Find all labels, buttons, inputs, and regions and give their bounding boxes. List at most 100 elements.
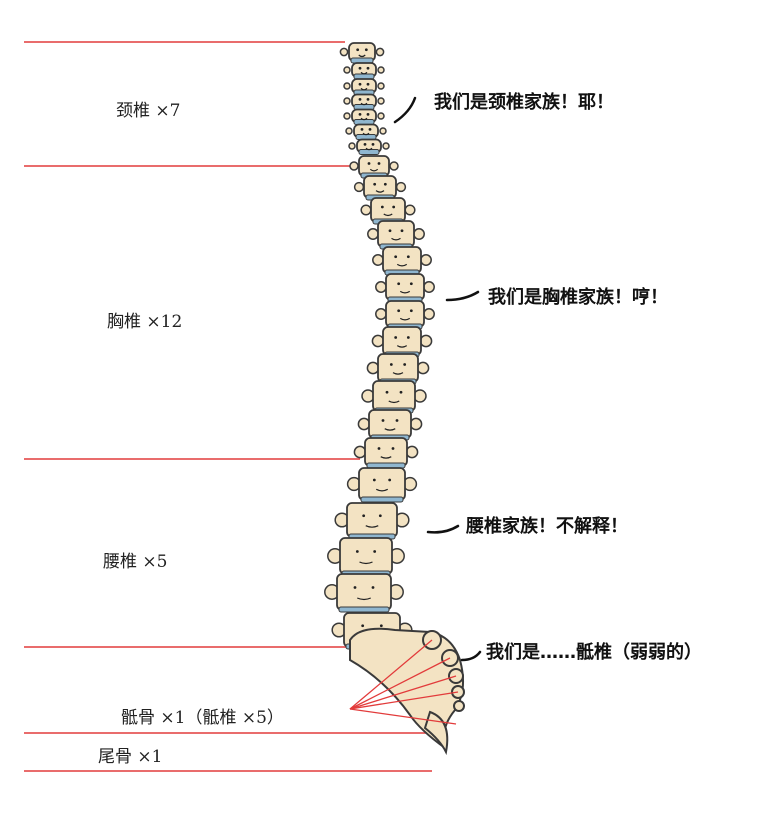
vertebra-process <box>405 445 419 459</box>
vertebra-process <box>371 334 385 348</box>
vertebra-process <box>420 254 432 266</box>
vertebra <box>327 537 405 577</box>
label-lumbar: 腰椎 ×5 <box>103 552 168 572</box>
vertebra-mouth <box>388 400 400 404</box>
vertebra <box>366 353 430 385</box>
vertebra-eye <box>373 182 377 186</box>
vertebra-eye <box>372 478 376 482</box>
vertebra-process <box>366 361 380 375</box>
vertebra-body <box>385 300 425 328</box>
vertebra-eye <box>406 336 410 339</box>
vertebra <box>343 93 385 110</box>
vertebra-mouth <box>375 488 389 492</box>
label-coccyx: 尾骨 ×1 <box>98 747 163 767</box>
vertebra-eye <box>358 82 362 86</box>
vertebra-body <box>339 537 393 575</box>
vertebra <box>361 380 427 414</box>
vertebra <box>353 437 419 469</box>
vertebra-mouth <box>396 263 408 267</box>
vertebra-eye <box>362 514 366 518</box>
vertebra-process <box>379 127 387 135</box>
vertebra-mouth <box>399 290 411 294</box>
vertebra <box>343 108 385 125</box>
label-thoracic: 胸椎 ×12 <box>107 312 183 332</box>
vertebra-mouth <box>396 345 408 348</box>
disc <box>338 606 390 613</box>
label-cervical: 颈椎 ×7 <box>116 101 181 121</box>
vertebra <box>343 62 385 80</box>
vertebra-mouth <box>375 190 385 193</box>
vertebra-body <box>336 573 392 611</box>
vertebra-eye <box>389 363 393 366</box>
vertebra-eye <box>367 162 371 165</box>
vertebra <box>346 467 418 503</box>
vertebra-process <box>423 308 435 320</box>
vertebra-eye <box>371 586 375 589</box>
vertebra-eye <box>366 82 370 86</box>
vertebra-eye <box>368 127 372 131</box>
vertebra <box>372 246 432 276</box>
speech-curl-thoracic <box>445 290 480 302</box>
vertebra-eye <box>399 390 403 394</box>
vertebra-mouth <box>383 213 393 217</box>
sacrum-coccyx-illustration <box>349 627 465 756</box>
vertebra <box>357 409 423 441</box>
vertebra-eye <box>391 447 395 450</box>
vertebra-eye <box>397 309 401 313</box>
vertebra-body <box>377 220 415 248</box>
vertebra-process <box>375 281 387 293</box>
vertebra-eye <box>377 447 381 450</box>
vertebra-eye <box>388 478 392 482</box>
vertebra-mouth <box>391 237 401 241</box>
vertebra-eye <box>366 66 370 70</box>
vertebra-process <box>389 161 399 171</box>
vertebra-process <box>353 445 367 459</box>
vertebra-eye <box>358 112 362 116</box>
vertebra <box>349 155 399 179</box>
vertebra <box>375 273 435 303</box>
vertebra-process <box>377 82 385 90</box>
vertebra-eye <box>388 229 392 233</box>
vertebra-eye <box>409 309 413 313</box>
vertebra-body <box>382 326 422 356</box>
vertebra <box>348 138 390 155</box>
vertebra-process <box>409 417 423 431</box>
vertebra-eye <box>363 142 367 146</box>
vertebra-eye <box>358 97 362 101</box>
disc <box>360 496 404 503</box>
vertebra-mouth <box>358 54 366 58</box>
vertebra-mouth <box>399 317 411 321</box>
speech-curl-cervical <box>393 96 417 124</box>
vertebra-eye <box>360 127 364 131</box>
vertebra-mouth <box>380 456 392 459</box>
vertebra-body <box>382 246 422 274</box>
vertebra-process <box>377 66 385 74</box>
vertebra-eye <box>378 514 382 518</box>
vertebra-process <box>377 97 385 105</box>
vertebra-eye <box>353 586 357 589</box>
vertebra-mouth <box>362 132 370 136</box>
vertebra-eye <box>406 255 410 259</box>
vertebra-eye <box>392 205 396 209</box>
vertebra-process <box>343 97 351 105</box>
vertebra-eye <box>361 624 365 628</box>
speech-curl-lumbar <box>426 524 460 534</box>
vertebra-eye <box>379 624 383 628</box>
vertebra-process <box>416 361 430 375</box>
vertebra-process <box>375 47 385 57</box>
vertebra-process <box>395 181 407 193</box>
vertebra-mouth <box>365 525 379 528</box>
vertebra-eye <box>358 66 362 70</box>
vertebra-mouth <box>360 117 368 121</box>
speech-lumbar: 腰椎家族！不解释！ <box>466 516 628 537</box>
vertebra-eye <box>377 162 381 165</box>
vertebra-mouth <box>360 87 368 91</box>
vertebra-eye <box>364 48 368 52</box>
vertebra-eye <box>371 142 375 146</box>
vertebra-mouth <box>392 372 404 375</box>
speech-curl-sacral <box>460 650 482 662</box>
vertebra-process <box>382 142 390 150</box>
vertebra-mouth <box>360 102 368 106</box>
vertebra-body <box>346 502 398 538</box>
